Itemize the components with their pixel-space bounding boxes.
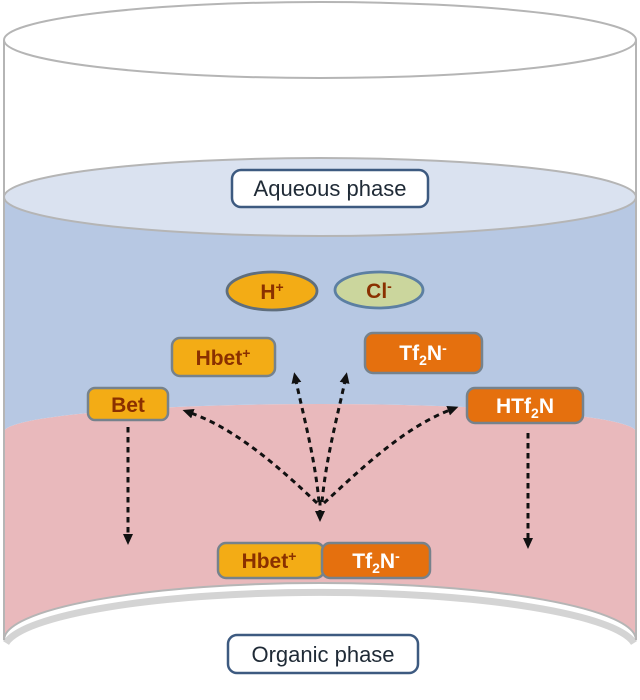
- tf2n-organic-text: Tf2N-: [352, 548, 400, 576]
- bet-box: [86, 386, 170, 422]
- ion-pair-organic-chip: Hbet+ Tf2N-: [216, 541, 432, 580]
- organic-phase-label-box: [226, 633, 420, 675]
- cl-ion-chip: Cl-: [333, 270, 425, 310]
- organic-phase-label-text: Organic phase: [251, 642, 394, 667]
- h-ion-text: H+: [260, 279, 283, 304]
- h-ion-chip: H+: [225, 270, 319, 312]
- h-ion-ellipse: [225, 270, 319, 312]
- cl-ion-text: Cl-: [366, 278, 392, 303]
- beaker-rim: [3, 1, 637, 79]
- bet-chip: Bet: [86, 386, 170, 422]
- aqueous-phase-label-box: [230, 168, 430, 209]
- tf2n-aqueous-chip: Tf2N-: [363, 331, 484, 375]
- hbet-aqueous-chip: Hbet+: [170, 336, 277, 378]
- aqueous-phase-label: Aqueous phase: [230, 168, 430, 209]
- htf2n-text: HTf2N: [496, 395, 554, 421]
- beaker-bottom-shadow: [3, 588, 637, 645]
- aqueous-phase-label-text: Aqueous phase: [254, 176, 407, 201]
- arrow-to-tf2n-icon: [320, 372, 350, 503]
- hbet-aqueous-text: Hbet+: [196, 345, 251, 370]
- tf2n-aqueous-box: [363, 331, 484, 375]
- transfer-arrows: [123, 372, 533, 549]
- organic-phase-label: Organic phase: [226, 633, 420, 675]
- organic-phase-region: [4, 404, 636, 640]
- tf2n-aqueous-text: Tf2N-: [399, 340, 447, 368]
- htf2n-box: [465, 386, 585, 425]
- cl-ion-ellipse: [333, 270, 425, 310]
- beaker-bottom-edge: [3, 582, 637, 641]
- hbet-organic-text: Hbet+: [242, 548, 297, 573]
- hbet-aqueous-box: [170, 336, 277, 378]
- arrow-to-hbet-icon: [291, 372, 321, 503]
- htf2n-chip: HTf2N: [465, 386, 585, 425]
- bet-text: Bet: [111, 394, 145, 417]
- tf2n-organic-box: [320, 541, 432, 580]
